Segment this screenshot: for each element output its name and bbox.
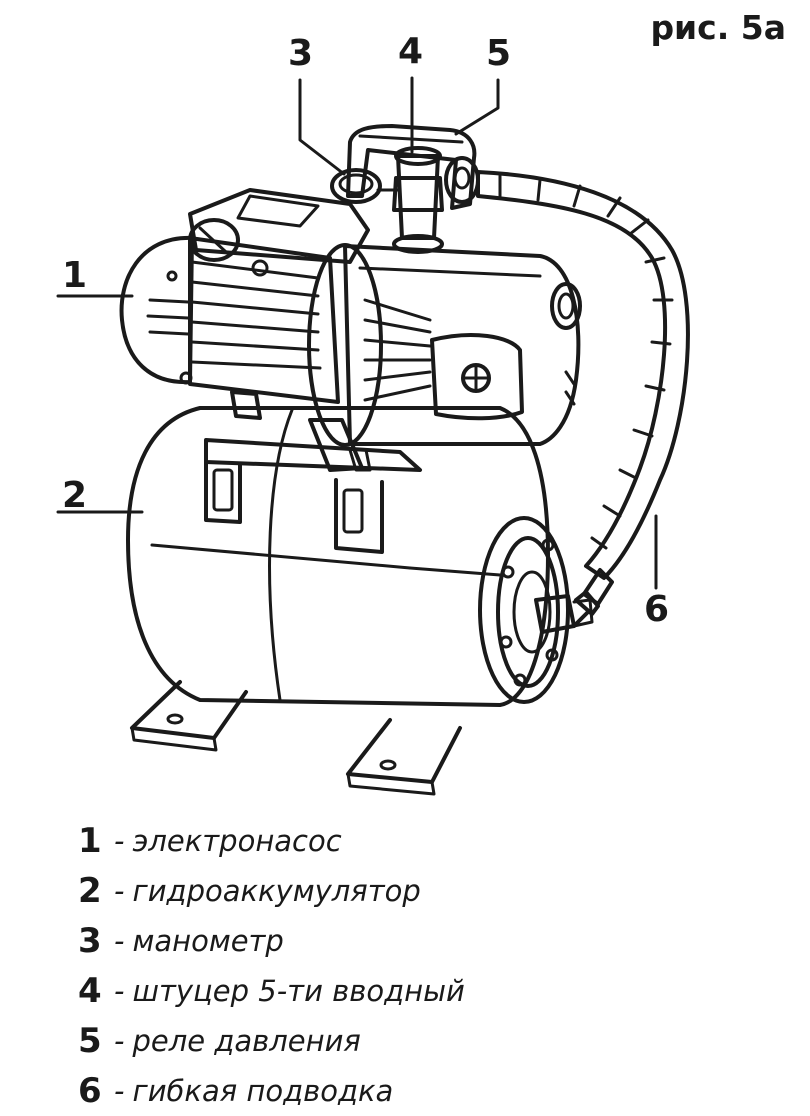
pressure-tank <box>126 406 594 707</box>
callout-1: 1 <box>62 255 88 296</box>
legend-number: 6 <box>78 1071 102 1111</box>
legend-text: гидроаккумулятор <box>132 874 421 908</box>
legend-number: 1 <box>78 821 102 861</box>
legend-item: 3 - манометр <box>78 916 778 966</box>
legend-text: манометр <box>132 924 284 958</box>
callout-6: 6 <box>644 589 670 630</box>
pressure-gauge <box>330 168 402 204</box>
legend-number: 3 <box>78 921 102 961</box>
legend-number: 5 <box>78 1021 102 1061</box>
legend-item: 4 - штуцер 5-ти вводный <box>78 966 778 1016</box>
legend-separator: - <box>114 924 125 958</box>
leader-3 <box>298 78 346 176</box>
leader-lines <box>56 76 658 590</box>
tank-feet <box>130 680 462 796</box>
legend-item: 1 - электронасос <box>78 816 778 866</box>
legend-separator: - <box>114 974 125 1008</box>
legend-separator: - <box>114 1074 125 1108</box>
callout-3: 3 <box>288 33 314 74</box>
legend-separator: - <box>114 874 125 908</box>
five-way-fitting <box>392 146 444 254</box>
figure-label: рис. 5а <box>650 8 786 47</box>
flexible-hose <box>476 170 690 628</box>
legend-separator: - <box>114 1024 125 1058</box>
callout-2: 2 <box>62 475 88 516</box>
legend-item: 5 - реле давления <box>78 1016 778 1066</box>
electric-motor <box>119 188 370 404</box>
legend-text: электронасос <box>132 824 342 858</box>
mounting-bracket <box>204 390 422 554</box>
legend-text: гибкая подводка <box>132 1074 394 1108</box>
legend-item: 6 - гибкая подводка <box>78 1066 778 1116</box>
legend-item: 2 - гидроаккумулятор <box>78 866 778 916</box>
legend-text: реле давления <box>132 1024 361 1058</box>
pump-housing <box>307 243 582 472</box>
legend-number: 4 <box>78 971 102 1011</box>
pump-station-drawing <box>56 76 690 796</box>
callout-5: 5 <box>486 33 512 74</box>
legend-number: 2 <box>78 871 102 911</box>
legend: 1 - электронасос 2 - гидроаккумулятор 3 … <box>78 816 778 1116</box>
legend-separator: - <box>114 824 125 858</box>
callout-4: 4 <box>398 31 424 72</box>
legend-text: штуцер 5-ти вводный <box>132 974 465 1008</box>
leader-5 <box>454 78 500 136</box>
